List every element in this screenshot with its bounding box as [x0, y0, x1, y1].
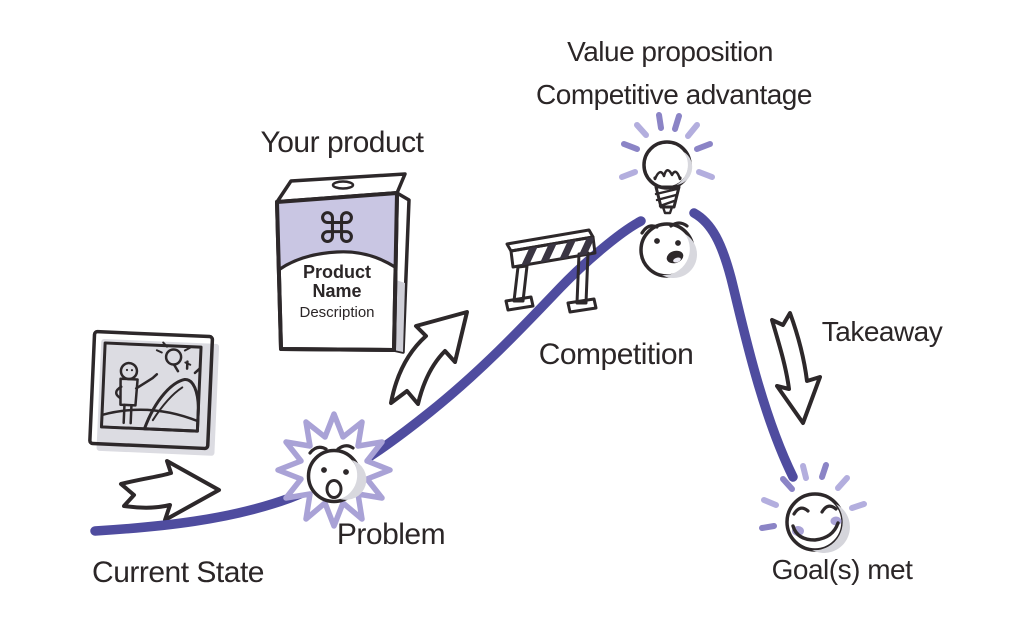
label-current-state: Current State: [92, 556, 264, 589]
lightbulb-icon: [619, 112, 715, 215]
problem-mouth: [325, 479, 343, 499]
filament: [653, 169, 682, 181]
right-arrow-icon: [119, 459, 221, 522]
product-description: Description: [299, 304, 374, 321]
lightbulb-rays: [619, 112, 715, 180]
goal-right-eye: [820, 504, 838, 514]
current-state-photo-icon: [88, 329, 220, 456]
goal-smile: [791, 521, 840, 542]
label-takeaway: Takeaway: [821, 316, 943, 347]
up-arrow-icon: [389, 310, 469, 406]
label-problem: Problem: [336, 518, 446, 551]
photo-frame: [88, 329, 215, 451]
goal-rays: [759, 462, 867, 531]
stick-figure-icon: [115, 361, 159, 425]
label-goals-met: Goal(s) met: [771, 554, 913, 585]
mountain-icon: [142, 377, 200, 433]
product-name-line1: Product: [303, 262, 371, 282]
problem-face-icon: [306, 444, 367, 504]
takeaway-arrow-icon: [770, 311, 822, 425]
curve-falling-segment: [689, 208, 798, 482]
journey-curve: [90, 208, 798, 536]
problem-left-eyebrow: [308, 445, 328, 455]
peak-mouth: [666, 250, 684, 264]
product-name-line2: Name: [312, 281, 361, 301]
peak-right-eyebrow: [669, 221, 689, 228]
sun-icon: [164, 348, 183, 366]
label-competitive-advantage: Competitive advantage: [536, 79, 812, 110]
label-value-proposition: Value proposition: [567, 36, 773, 67]
box-flap-slot: [331, 180, 355, 190]
curve-rising-segment: [90, 216, 646, 536]
problem-right-eyebrow: [336, 444, 355, 451]
label-your-product: Your product: [260, 126, 424, 159]
command-symbol-icon: ⌘: [316, 205, 358, 252]
product-box-icon: ⌘ Product Name Description: [275, 172, 411, 354]
idea-face-icon: [639, 221, 698, 279]
goal-face-icon: [759, 462, 867, 553]
peak-left-eyebrow: [640, 224, 659, 235]
label-competition: Competition: [538, 338, 694, 371]
goal-left-eye: [792, 506, 810, 516]
bulb-base: [661, 205, 674, 215]
label-arch: [278, 250, 397, 271]
problem-burst-icon: [275, 411, 393, 529]
